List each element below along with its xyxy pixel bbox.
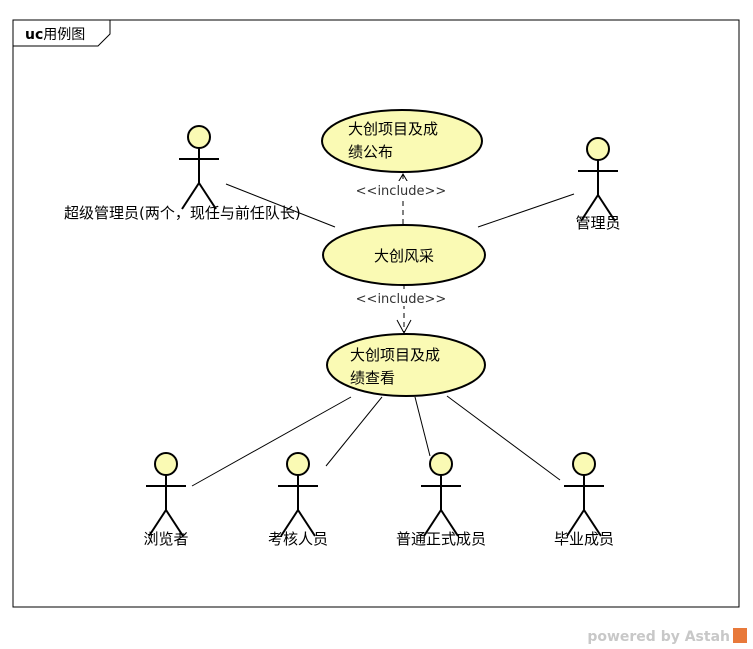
astah-logo-icon <box>733 628 747 643</box>
actor-admin[interactable]: 管理员 <box>575 137 621 232</box>
assoc-graduate-view <box>446 395 561 481</box>
assoc-admin-showcase <box>477 193 575 228</box>
actor-member[interactable]: 普通正式成员 <box>396 452 486 548</box>
astah-watermark: powered by Astah <box>587 628 747 645</box>
actor-browser-figure <box>145 452 187 537</box>
usecase-showcase[interactable]: 大创风采 <box>322 224 486 286</box>
usecase-publish-line2: 绩公布 <box>348 143 393 161</box>
actor-graduate-label: 毕业成员 <box>554 530 614 548</box>
actor-member-figure <box>420 452 462 537</box>
actor-browser-label: 浏览者 <box>143 530 188 548</box>
usecase-view[interactable]: 大创项目及成 绩查看 <box>326 333 486 397</box>
actor-admin-label: 管理员 <box>575 214 620 232</box>
actor-graduate[interactable]: 毕业成员 <box>554 452 614 548</box>
frame-title: uc用例图 <box>25 27 85 43</box>
include-top-label: <<include>> <box>356 184 447 199</box>
usecase-publish-line1: 大创项目及成 <box>348 120 438 138</box>
actor-reviewer[interactable]: 考核人员 <box>268 452 328 548</box>
diagram-frame: uc用例图 <box>12 19 740 608</box>
actor-reviewer-figure <box>277 452 319 537</box>
usecase-publish[interactable]: 大创项目及成 绩公布 <box>321 109 483 173</box>
actor-reviewer-label: 考核人员 <box>268 530 328 548</box>
assoc-reviewer-view <box>325 396 383 467</box>
assoc-super-admin-showcase <box>225 183 336 228</box>
actor-admin-figure <box>577 137 619 222</box>
watermark-text: powered by Astah <box>587 629 730 645</box>
actor-member-label: 普通正式成员 <box>396 530 486 548</box>
usecase-showcase-label: 大创风采 <box>374 247 434 265</box>
frame-keyword: uc <box>25 27 43 43</box>
assoc-member-view <box>414 396 431 457</box>
usecase-view-line1: 大创项目及成 <box>350 346 440 364</box>
assoc-browser-view <box>191 396 352 487</box>
frame-name: 用例图 <box>43 27 85 43</box>
actor-browser[interactable]: 浏览者 <box>143 452 189 548</box>
associations <box>191 183 575 487</box>
actor-graduate-figure <box>563 452 605 537</box>
actor-super-admin-label: 超级管理员(两个，现任与前任队长) <box>64 204 301 222</box>
include-top-relation: <<include>> <box>356 173 447 224</box>
actor-super-admin[interactable]: 超级管理员(两个，现任与前任队长) <box>64 125 301 222</box>
include-bottom-relation: <<include>> <box>356 286 447 335</box>
actor-super-admin-figure <box>178 125 220 210</box>
usecase-view-line2: 绩查看 <box>350 369 395 387</box>
include-bottom-label: <<include>> <box>356 292 447 307</box>
